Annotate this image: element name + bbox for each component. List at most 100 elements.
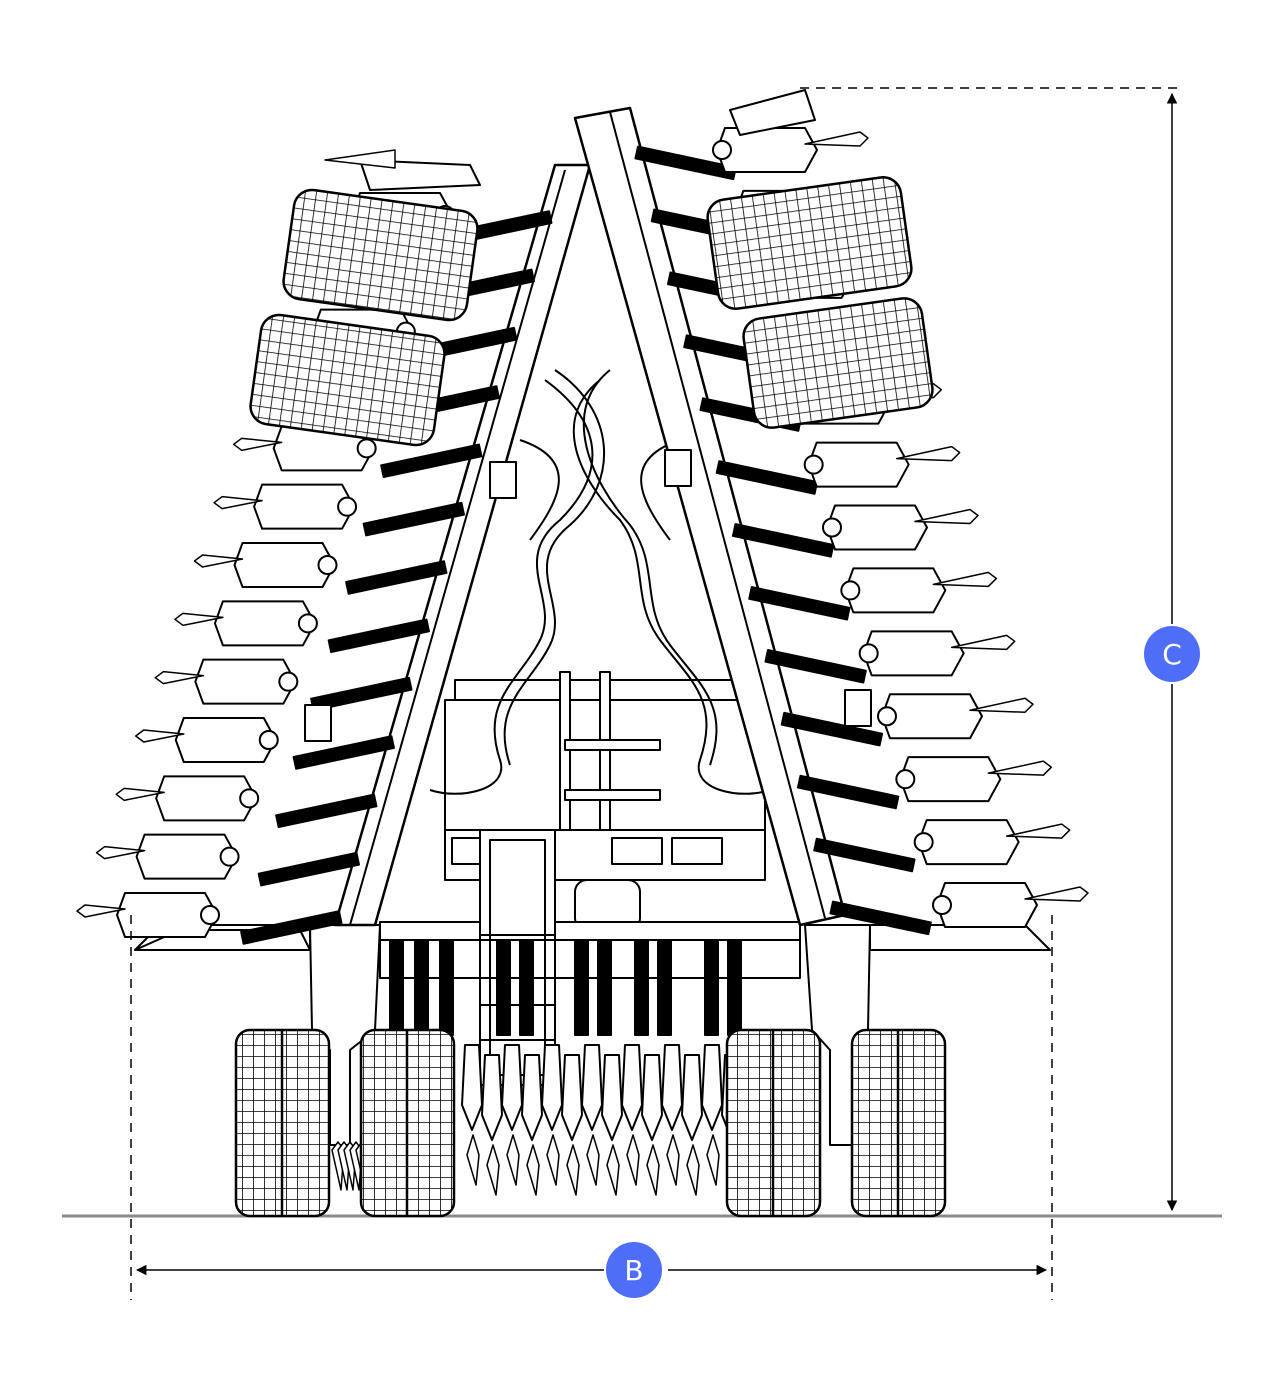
pivot — [932, 895, 952, 915]
hoses — [429, 369, 771, 795]
width-marker-badge — [606, 1242, 662, 1298]
wheels — [234, 1028, 947, 1218]
folded-tyre — [742, 297, 934, 429]
tine — [950, 634, 1016, 651]
right-folded-wing — [573, 89, 1089, 936]
pivot — [895, 769, 916, 790]
coulter-tine — [666, 1134, 680, 1186]
height-marker-badge — [1144, 626, 1200, 682]
row-unit — [174, 600, 430, 654]
linkage-bar — [275, 793, 378, 829]
linkage-bar — [257, 851, 360, 887]
left-folded-wing — [76, 149, 592, 945]
pivot — [712, 140, 732, 160]
coulter — [641, 1054, 663, 1196]
wing-beam-edge — [609, 111, 826, 919]
coulter-tine — [686, 1144, 700, 1196]
row-unit — [135, 717, 395, 770]
tine — [193, 554, 244, 568]
coulter — [521, 1054, 543, 1196]
row-unit — [780, 693, 1034, 747]
seed-unit — [194, 658, 297, 705]
linkage-bar — [764, 648, 867, 684]
coulter — [461, 1044, 483, 1186]
wing-beam-edge — [349, 169, 566, 926]
linkage-bar — [292, 735, 395, 770]
coulter — [661, 1044, 683, 1186]
row-unit — [232, 425, 483, 479]
linkage-bar — [829, 900, 932, 936]
row-unit — [764, 630, 1016, 684]
wheel — [234, 1028, 331, 1218]
coulter-tine — [646, 1144, 660, 1196]
seed-drill-illustration — [76, 89, 1089, 1218]
tine — [969, 697, 1034, 713]
coulter-bar — [704, 939, 719, 1036]
tine — [232, 437, 283, 452]
row-unit — [213, 483, 465, 537]
seed-unit — [155, 775, 258, 822]
coulter-body — [461, 1044, 483, 1131]
seed-unit — [135, 833, 238, 880]
coulter-tine — [586, 1134, 600, 1186]
folded-tyre — [706, 176, 913, 310]
pivot — [317, 555, 338, 575]
coulter-tine — [566, 1144, 580, 1196]
pivot — [803, 454, 824, 475]
pivot — [200, 905, 220, 925]
pivot — [858, 643, 879, 664]
coulter-body — [621, 1044, 643, 1131]
coulter-tine — [706, 1134, 720, 1186]
tine — [213, 495, 263, 510]
coulter — [701, 1044, 723, 1186]
marker-tine — [324, 149, 396, 169]
coulter-tine — [466, 1134, 480, 1186]
tine — [932, 571, 998, 588]
seed-unit — [213, 600, 316, 647]
row-unit — [154, 658, 413, 712]
row-unit — [76, 892, 343, 945]
coulter-body — [601, 1054, 623, 1141]
width-marker-label: B — [624, 1254, 643, 1287]
tine — [895, 445, 961, 462]
coulter-bar — [389, 939, 404, 1036]
tine — [154, 670, 205, 685]
tine — [914, 508, 979, 525]
pivot — [239, 788, 260, 809]
coulter — [681, 1054, 703, 1196]
pivot — [356, 438, 377, 459]
tine — [174, 612, 224, 627]
pivot — [822, 517, 842, 538]
folded-tyre — [282, 188, 479, 322]
coulter-bar — [414, 939, 429, 1036]
bracket — [664, 449, 692, 487]
coulter-bar — [519, 939, 534, 1036]
linkage-bar — [362, 501, 465, 537]
pivot — [278, 671, 299, 692]
coulter — [481, 1054, 503, 1196]
folded-tyre — [249, 313, 446, 447]
coulter-body — [641, 1054, 663, 1141]
coulter-tine — [626, 1134, 640, 1186]
pivot — [258, 730, 279, 750]
coulter-tine — [506, 1134, 520, 1186]
coulter-body — [561, 1054, 583, 1141]
pivot — [840, 580, 861, 601]
linkage-bar — [813, 837, 916, 873]
coulter-body — [541, 1044, 563, 1131]
seed-unit — [174, 717, 277, 763]
coulter-bar — [574, 939, 589, 1036]
linkage-bar — [731, 523, 835, 558]
pivot — [337, 496, 358, 517]
row-unit — [634, 127, 869, 181]
coulter — [581, 1044, 603, 1186]
coulter-body — [521, 1054, 543, 1141]
linkage-bar — [748, 586, 851, 621]
height-marker-label: C — [1162, 638, 1182, 671]
tine — [76, 904, 126, 918]
row-unit — [748, 567, 998, 621]
tine — [115, 787, 165, 802]
coulter-bars — [379, 939, 801, 1036]
seed-unit — [233, 542, 336, 588]
pivot — [913, 832, 934, 853]
